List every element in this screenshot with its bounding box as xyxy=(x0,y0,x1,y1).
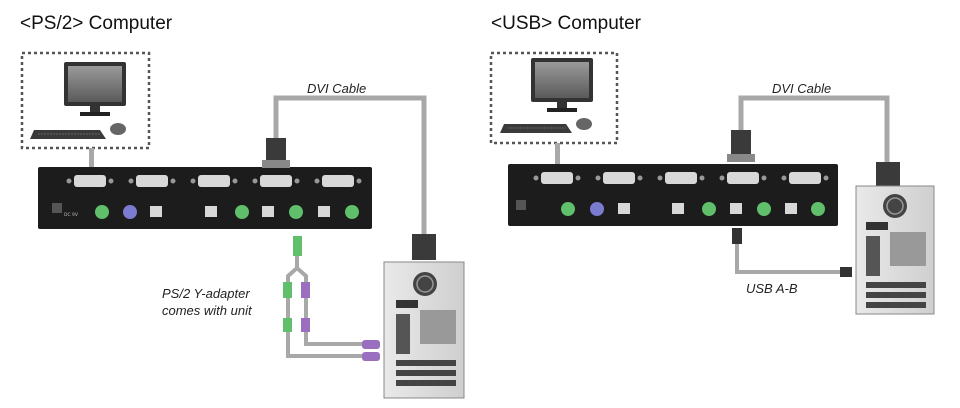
monitor-icon xyxy=(64,62,126,116)
dvi-port-row xyxy=(66,175,362,187)
usb-ab-label: USB A-B xyxy=(746,281,798,296)
dvi-cable-label-left: DVI Cable xyxy=(307,81,366,96)
pc-tower-right xyxy=(855,185,935,315)
ps2-port xyxy=(289,205,303,219)
power-jack xyxy=(52,203,62,213)
usb-computer-title: <USB> Computer xyxy=(491,13,642,34)
ps2-keyboard-port xyxy=(590,202,604,216)
usb-console-box xyxy=(489,51,619,145)
usb-port xyxy=(262,206,274,217)
console-link-cable xyxy=(555,143,560,165)
keyboard-icon xyxy=(500,124,572,133)
ps2-port xyxy=(757,202,771,216)
usb-port xyxy=(150,206,162,217)
ps2-mouse-port xyxy=(561,202,575,216)
console-link-cable xyxy=(89,148,94,168)
usb-port xyxy=(318,206,330,217)
usb-port xyxy=(785,203,797,214)
mouse-icon xyxy=(576,118,592,130)
dc-label: DC 9V xyxy=(64,212,79,218)
ps2-port xyxy=(702,202,716,216)
keyboard-icon xyxy=(30,130,106,139)
mouse-icon xyxy=(110,123,126,135)
dvi-port-row xyxy=(533,172,829,184)
usb-port xyxy=(618,203,630,214)
dvi-cable-right xyxy=(727,95,900,188)
pc-tower-left xyxy=(383,261,465,399)
usb-ab-cable xyxy=(732,228,852,277)
kvm-switch-right xyxy=(508,164,838,226)
ps2-port xyxy=(235,205,249,219)
ps2-port xyxy=(811,202,825,216)
ps2-computer-title: <PS/2> Computer xyxy=(20,13,173,34)
dvi-cable-left xyxy=(262,95,436,260)
power-jack xyxy=(516,200,526,210)
ps2-mouse-port xyxy=(95,205,109,219)
ps2-console-box xyxy=(20,51,151,150)
ps2-y-adapter xyxy=(283,236,380,361)
kvm-switch-left: DC 9V xyxy=(38,167,372,229)
dvi-cable-label-right: DVI Cable xyxy=(772,81,831,96)
usb-port xyxy=(730,203,742,214)
ps2-adapter-label-line2: comes with unit xyxy=(162,303,253,318)
monitor-icon xyxy=(531,58,593,112)
ps2-keyboard-port xyxy=(123,205,137,219)
usb-port xyxy=(205,206,217,217)
usb-port xyxy=(672,203,684,214)
ps2-adapter-label-line1: PS/2 Y-adapter xyxy=(162,286,250,301)
ps2-port xyxy=(345,205,359,219)
